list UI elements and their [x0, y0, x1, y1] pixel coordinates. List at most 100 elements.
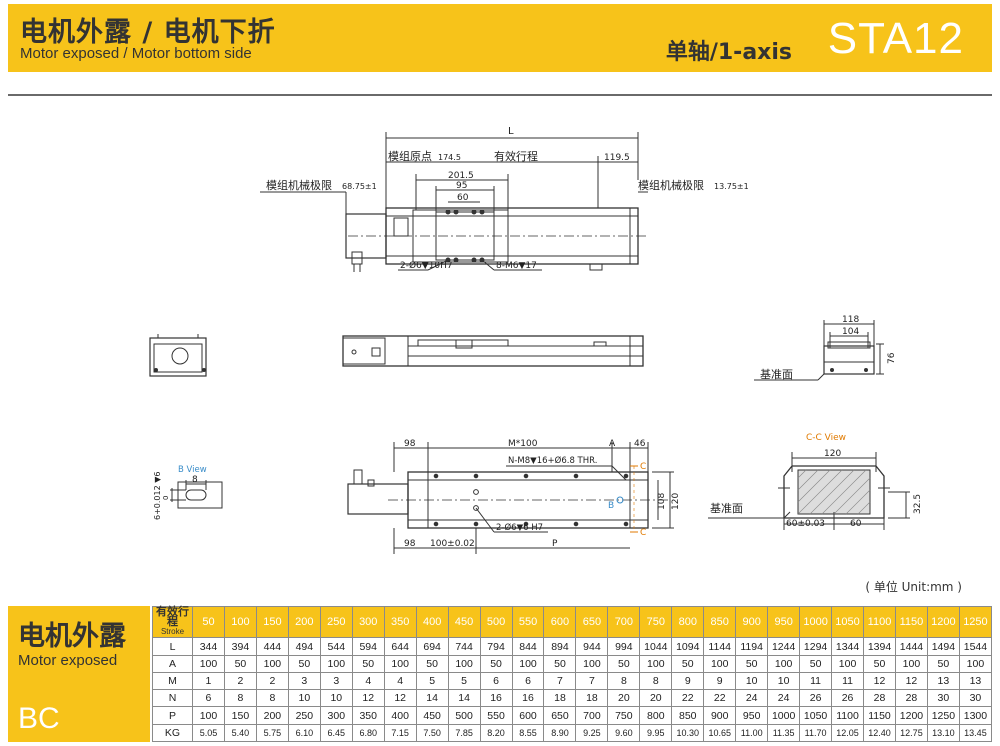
thread-callout: N-M8▼16+Ø6.8 THR. [508, 455, 597, 466]
table-cell: 6.80 [351, 723, 385, 743]
row-label: P [152, 706, 193, 725]
table-cell: 24 [767, 689, 801, 708]
table-cell: 450 [415, 706, 449, 725]
dim-76: 76 [887, 352, 897, 364]
table-cell: 100 [447, 654, 481, 673]
view-mark-b: B [608, 501, 614, 511]
table-cell: 28 [863, 689, 896, 708]
table-cell: 5.05 [192, 723, 225, 743]
table-cell: 8 [223, 689, 257, 708]
table-cell: 850 [671, 706, 705, 725]
table-cell: 50 [799, 654, 833, 673]
table-cell: 400 [383, 706, 417, 725]
table-cell: 894 [543, 637, 577, 656]
table-cell: 5 [447, 671, 481, 691]
table-cell: 30 [958, 689, 993, 708]
dim-A: A [609, 439, 616, 449]
table-cell: 600 [511, 706, 545, 725]
table-cell: 1150 [863, 706, 896, 725]
table-cell: 13 [926, 671, 960, 691]
table-cell: 12 [351, 689, 385, 708]
dim-201: 201.5 [448, 171, 474, 181]
c-c-dim-60a: 60±0.03 [786, 519, 825, 529]
label-limit-left: 模组机械极限 [266, 178, 332, 192]
left-end-view [149, 334, 207, 377]
table-cell: 944 [575, 637, 609, 656]
top-view [260, 132, 648, 272]
table-cell: 50 [351, 654, 385, 673]
table-cell: 1194 [735, 637, 769, 656]
spec-side-panel: 电机外露 Motor exposed BC [8, 606, 150, 742]
hole-callout-2: 8-M6▼17 [496, 261, 537, 271]
table-cell: 1094 [671, 637, 705, 656]
dim-108: 108 [657, 493, 667, 510]
table-cell: 900 [703, 706, 737, 725]
dim-60: 60 [457, 193, 469, 203]
table-cell: 844 [511, 637, 545, 656]
table-cell: 12.40 [863, 723, 896, 743]
stroke-value: 750 [639, 605, 673, 639]
stroke-value: 300 [351, 605, 385, 639]
table-cell: 3 [319, 671, 353, 691]
dim-right: 119.5 [604, 153, 630, 163]
table-cell: 6 [192, 689, 225, 708]
b-view-dim-8: 8 [192, 475, 198, 485]
table-cell: 22 [671, 689, 705, 708]
stroke-value: 550 [511, 605, 545, 639]
table-cell: 100 [958, 654, 993, 673]
table-cell: 100 [703, 654, 737, 673]
c-c-dim-60b: 60 [850, 519, 862, 529]
label-ref-face-1: 基准面 [760, 368, 793, 381]
table-cell: 13.10 [926, 723, 960, 743]
table-cell: 100 [255, 654, 289, 673]
front-view [342, 335, 644, 367]
table-cell: 6.10 [287, 723, 321, 743]
dim-98-bottom: 98 [404, 539, 416, 549]
section-mark-c-top: C [640, 462, 646, 472]
table-cell: 1494 [926, 637, 960, 656]
table-cell: 18 [543, 689, 577, 708]
table-cell: 9.60 [607, 723, 641, 743]
stroke-value: 400 [415, 605, 449, 639]
table-cell: 30 [926, 689, 960, 708]
table-cell: 10.65 [703, 723, 737, 743]
pin-callout: 2-Ø6▼6 H7 [496, 522, 543, 533]
table-cell: 12 [894, 671, 928, 691]
stroke-value: 500 [479, 605, 513, 639]
table-cell: 1250 [926, 706, 960, 725]
table-cell: 1050 [799, 706, 833, 725]
table-cell: 50 [415, 654, 449, 673]
dim-100-tol: 100±0.02 [430, 539, 475, 549]
stroke-value: 150 [255, 605, 289, 639]
table-cell: 9.95 [639, 723, 673, 743]
table-cell: 994 [607, 637, 641, 656]
axis-label: 单轴/1-axis [665, 40, 792, 65]
table-cell: 11.70 [799, 723, 833, 743]
c-c-dim-120: 120 [824, 449, 841, 459]
table-cell: 1294 [799, 637, 833, 656]
table-cell: 650 [543, 706, 577, 725]
table-cell: 8.20 [479, 723, 513, 743]
table-cell: 12.75 [894, 723, 928, 743]
table-cell: 16 [511, 689, 545, 708]
table-cell: 444 [255, 637, 289, 656]
spec-title-en: Motor exposed [18, 652, 118, 669]
stroke-value: 450 [447, 605, 481, 639]
table-cell: 1144 [703, 637, 737, 656]
row-label: A [152, 654, 193, 673]
table-cell: 8 [639, 671, 673, 691]
table-cell: 1100 [831, 706, 865, 725]
c-c-view-label: C-C View [806, 433, 846, 443]
table-cell: 10 [767, 671, 801, 691]
table-cell: 394 [223, 637, 257, 656]
table-cell: 28 [894, 689, 928, 708]
table-cell: 1200 [894, 706, 928, 725]
dim-118: 118 [842, 315, 859, 325]
row-label: N [152, 689, 193, 708]
table-cell: 50 [223, 654, 257, 673]
table-cell: 2 [255, 671, 289, 691]
